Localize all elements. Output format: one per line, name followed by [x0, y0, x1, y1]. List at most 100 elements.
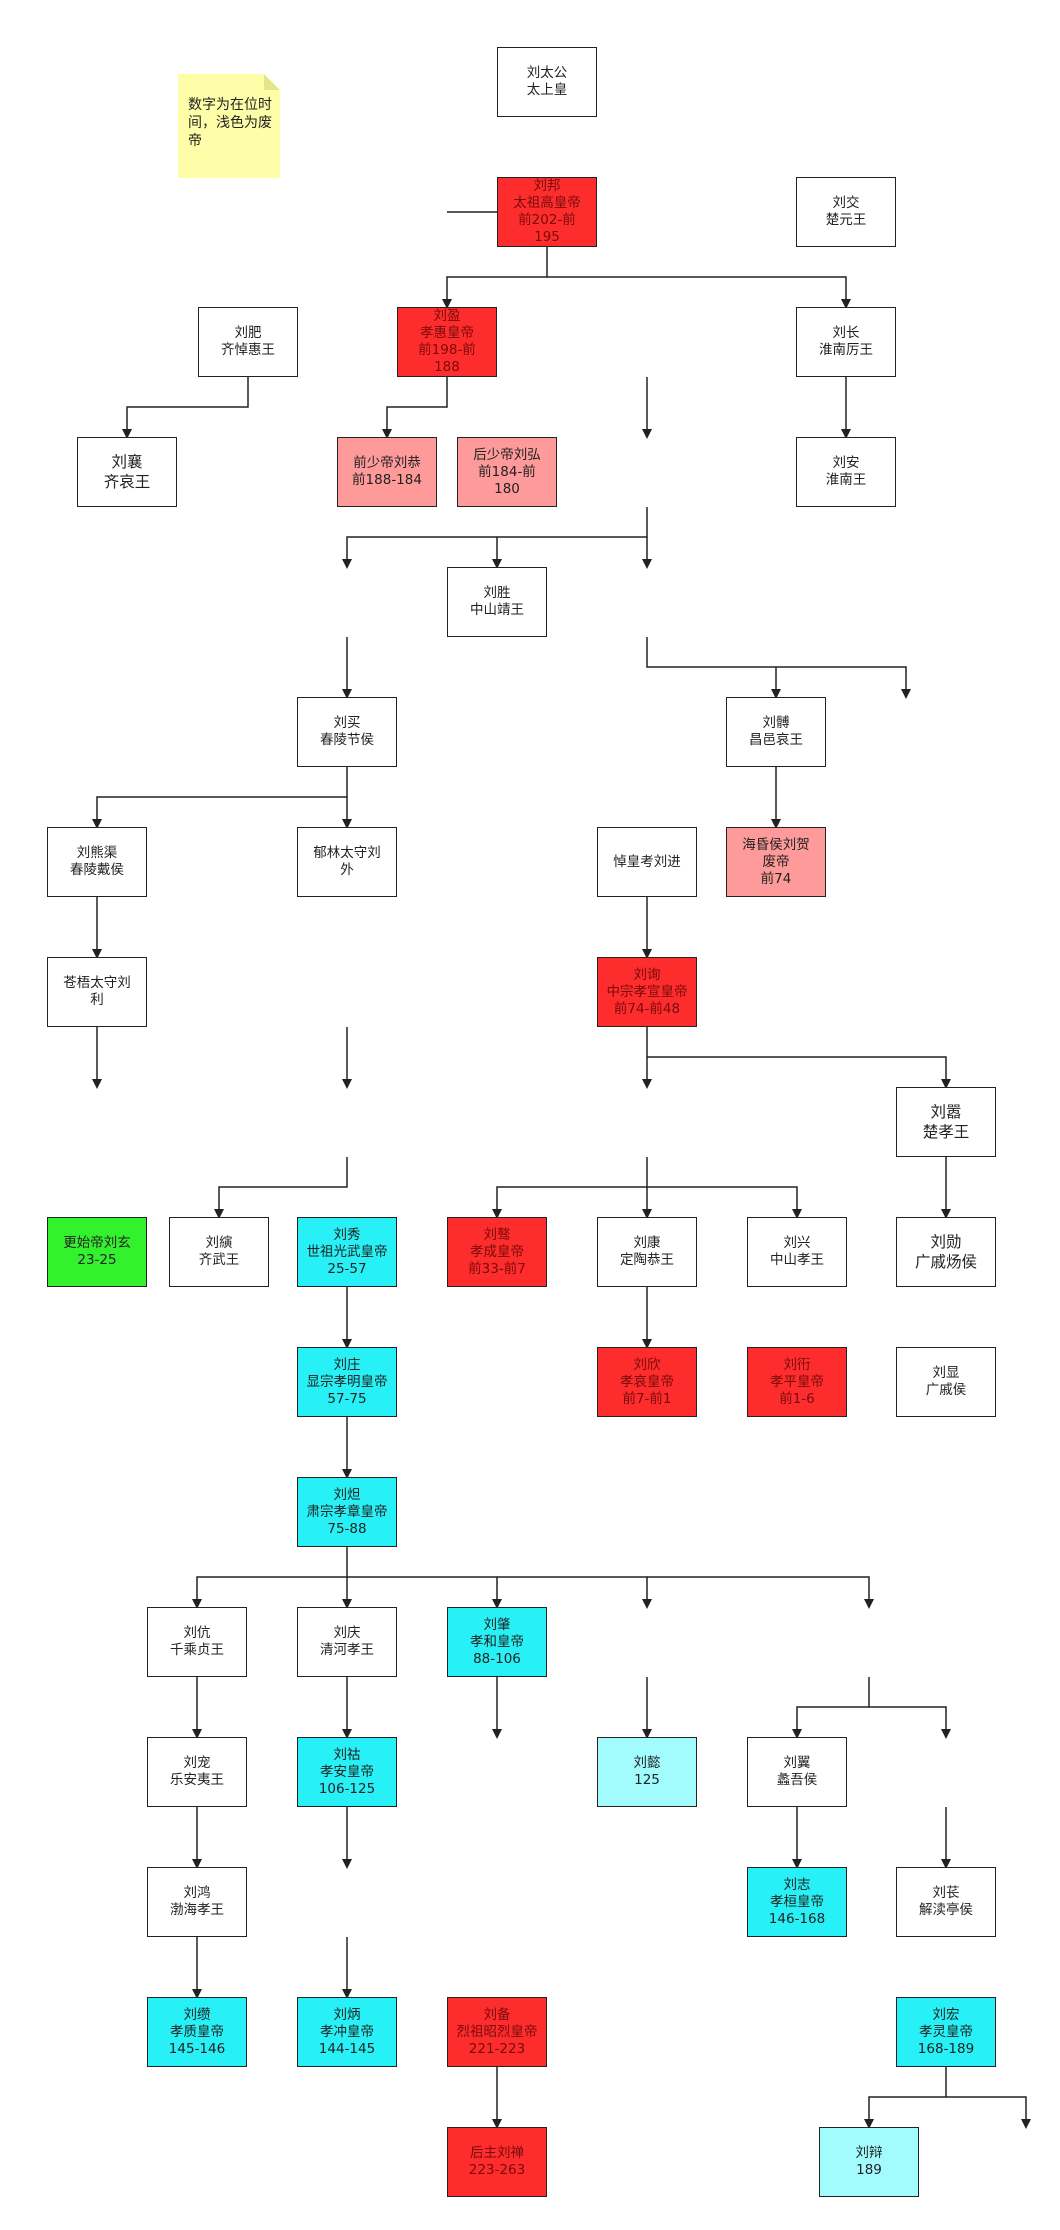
edge-line: [792, 1677, 870, 1739]
node-line: 清河孝王: [320, 1642, 374, 1658]
node-line: 孝成皇帝: [469, 1243, 524, 1260]
node-line: 后主刘禅: [470, 2145, 524, 2161]
node-line: 孝平皇帝: [770, 1373, 824, 1390]
node-line: 23-25: [77, 1252, 117, 1268]
node-line: 刘显: [932, 1365, 960, 1381]
node-line: 刘安: [832, 455, 860, 471]
node-line: 烈祖昭烈皇帝: [456, 2023, 538, 2040]
edge-line: [864, 2067, 947, 2129]
node-line: 肃宗孝章皇帝: [306, 1503, 388, 1520]
node-line: 刘欣: [633, 1356, 661, 1373]
node-line: 孝惠皇帝: [419, 325, 474, 341]
node-line: 25-57: [327, 1260, 367, 1277]
node-line: 昌邑哀王: [749, 732, 803, 748]
node-line: 中山靖王: [470, 602, 524, 618]
node-line: 刘康: [633, 1235, 661, 1251]
node-liu-an: 刘安淮南王: [796, 437, 896, 507]
node-liu-xin: 刘欣孝哀皇帝前7-前1: [597, 1347, 697, 1417]
node-liu-xiao: 刘嚣楚孝王: [896, 1087, 996, 1157]
node-line: 刘买: [333, 715, 361, 731]
node-liu-gong: 前少帝刘恭前188-184: [337, 437, 437, 507]
node-liu-xing: 刘兴中山孝王: [747, 1217, 847, 1287]
node-line: 刘鸿: [183, 1885, 211, 1901]
node-line: 145-146: [168, 2040, 226, 2057]
node-line: 显宗孝明皇帝: [306, 1373, 388, 1390]
node-line: 齐武王: [198, 1252, 240, 1268]
node-line: 海昏侯刘贺: [742, 836, 810, 853]
node-line: 郁林太守刘: [313, 845, 381, 861]
node-line: 太祖高皇帝: [513, 195, 581, 211]
node-line: 刘庆: [333, 1625, 361, 1641]
node-line: 齐哀王: [103, 473, 151, 491]
node-liu-xian: 刘显广戚侯: [896, 1347, 996, 1417]
edge-line: [92, 767, 348, 829]
edge-line: [647, 1186, 802, 1219]
node-line: 刘熊渠: [76, 845, 118, 861]
node-line: 刘炳: [333, 2006, 361, 2023]
node-line: 孝桓皇帝: [770, 1893, 824, 1910]
node-line: 刘邦: [533, 178, 561, 194]
node-line: 孝质皇帝: [170, 2023, 224, 2040]
node-line: 刘长: [832, 325, 860, 341]
legend-note-text: 数字为在位时间，浅色为废帝: [188, 97, 272, 149]
legend-note: 数字为在位时间，浅色为废帝: [178, 74, 280, 178]
node-line: 106-125: [318, 1780, 376, 1797]
node-liu-mai: 刘买春陵节侯: [297, 697, 397, 767]
edge-line: [497, 1576, 652, 1609]
edge-line: [946, 2096, 1031, 2129]
node-line: 144-145: [318, 2040, 376, 2057]
node-line: 刘备: [483, 2006, 511, 2023]
node-line: 孝和皇帝: [470, 1633, 524, 1650]
node-line: 废帝: [762, 853, 790, 870]
node-line: 刘骜: [483, 1226, 511, 1243]
edge-line: [442, 247, 548, 309]
edge-line: [347, 1576, 502, 1609]
node-line: 刘伉: [183, 1625, 211, 1641]
node-line: 悼皇考刘进: [613, 853, 681, 870]
edge-line: [214, 1157, 348, 1219]
node-line: 中山孝王: [770, 1252, 824, 1268]
node-line: 刘翼: [783, 1755, 811, 1771]
node-line: 定陶恭王: [620, 1252, 674, 1268]
node-liu-bo: 刘髆昌邑哀王: [726, 697, 826, 767]
node-line: 刘秀: [333, 1226, 361, 1243]
node-liu-chang2: 刘苌解渎亭侯: [896, 1867, 996, 1937]
node-line: 前202-前: [518, 212, 576, 228]
node-line: 中宗孝宣皇帝: [606, 983, 688, 1000]
node-liu-kang: 刘康定陶恭王: [597, 1217, 697, 1287]
node-line: 广戚侯: [925, 1382, 967, 1398]
node-line: 刘太公: [526, 65, 568, 81]
node-line: 146-168: [768, 1910, 826, 1927]
node-line: 乐安夷王: [170, 1772, 224, 1788]
node-liu-xiongqu: 刘熊渠春陵戴侯: [47, 827, 147, 897]
node-line: 刘懿: [633, 1755, 661, 1771]
node-liu-jiao: 刘交楚元王: [796, 177, 896, 247]
edge-line: [122, 377, 249, 439]
node-line: 淮南厉王: [819, 342, 873, 358]
node-liu-xun2: 刘勋广戚炀侯: [896, 1217, 996, 1287]
node-line: 189: [856, 2162, 882, 2178]
node-line: 千乘贞王: [170, 1642, 224, 1658]
node-liu-li: 苍梧太守刘利: [47, 957, 147, 1027]
node-liu-taigong: 刘太公太上皇: [497, 47, 597, 117]
node-line: 前74-前48: [613, 1000, 681, 1017]
node-liu-xiang: 刘襄齐哀王: [77, 437, 177, 507]
node-line: 淮南王: [825, 472, 867, 488]
node-liu-hong2: 刘鸿渤海孝王: [147, 1867, 247, 1937]
node-liu-wai: 郁林太守刘外: [297, 827, 397, 897]
node-line: 刘炟: [333, 1486, 361, 1503]
node-line: 刘庄: [333, 1356, 361, 1373]
node-line: 刘询: [633, 966, 661, 983]
node-line: 75-88: [327, 1520, 367, 1537]
node-line: 前74: [760, 870, 792, 887]
